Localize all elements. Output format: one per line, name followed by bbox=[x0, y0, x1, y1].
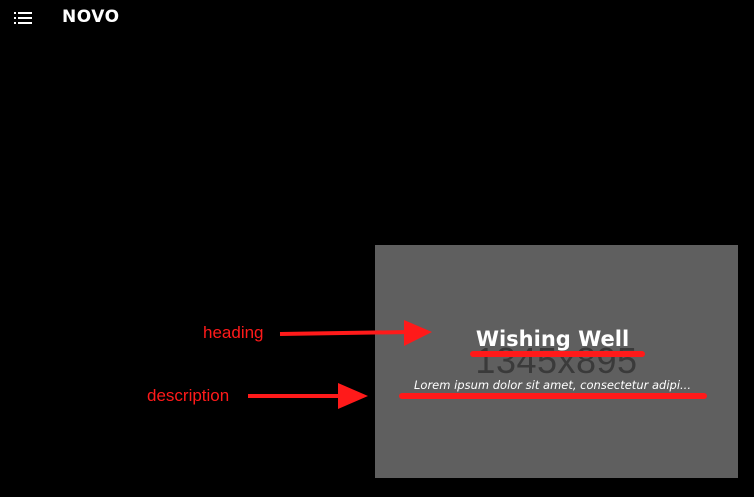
card-heading: Wishing Well bbox=[475, 327, 630, 351]
heading-arrow bbox=[279, 320, 432, 346]
card-description: Lorem ipsum dolor sit amet, consectetur … bbox=[414, 378, 691, 392]
description-arrow bbox=[248, 383, 368, 409]
top-bar: NOVO bbox=[0, 0, 754, 36]
brand-logo[interactable]: NOVO bbox=[62, 7, 120, 27]
list-menu-icon bbox=[14, 12, 32, 24]
menu-button[interactable] bbox=[14, 10, 34, 26]
image-placeholder: 1345x895 bbox=[475, 340, 638, 381]
annotation-description-label: description bbox=[147, 386, 230, 405]
annotation-heading-label: heading bbox=[203, 323, 264, 342]
feature-card[interactable]: 1345x895 Wishing Well Lorem ipsum dolor … bbox=[375, 245, 738, 478]
